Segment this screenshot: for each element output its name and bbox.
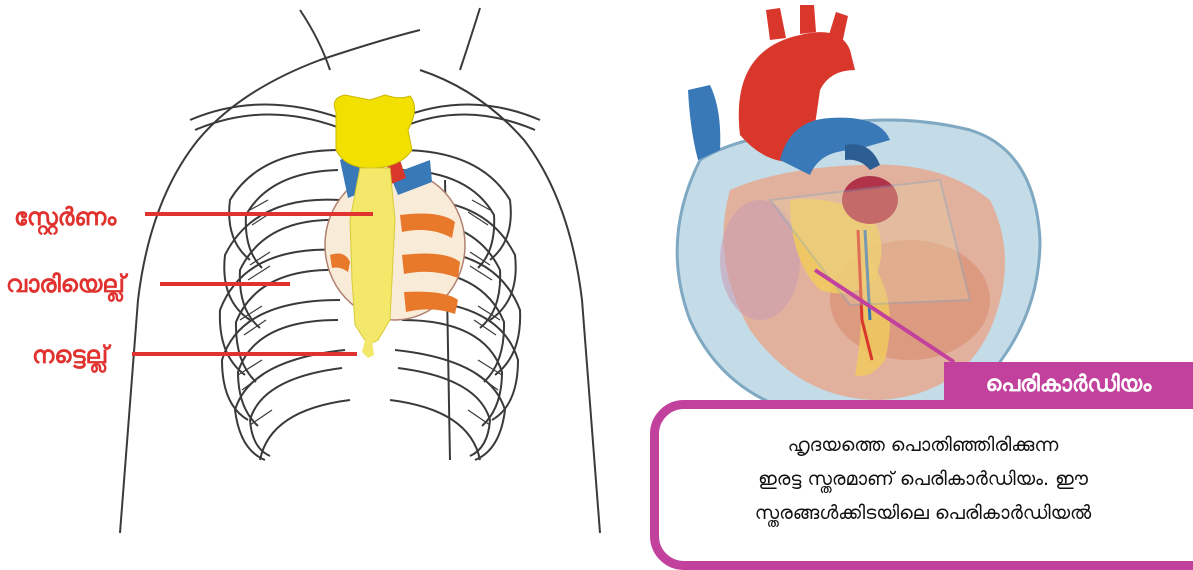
label-sternum: സ്റ്റേർണം <box>14 205 116 229</box>
pointer-spine <box>132 352 357 356</box>
vena-cava <box>688 85 720 160</box>
clavicle-left <box>190 104 340 120</box>
clavicle-right <box>400 104 540 120</box>
illustration: സ്റ്റേർണം വാരിയെല്ല് നട്ടെല്ല് <box>0 0 1193 533</box>
ribcage-illustration <box>0 0 620 533</box>
sternum <box>334 95 414 168</box>
label-spine: നട്ടെല്ല് <box>32 343 108 367</box>
description-text: ഹൃദയത്തെ പൊതിഞ്ഞിരിക്കുന്ന ഇരട്ട സ്തരമാണ… <box>662 428 1184 530</box>
description-line: സ്തരങ്ങൾക്കിടയിലെ പെരികാർഡിയൽ <box>662 496 1184 530</box>
pointer-sternum <box>145 212 373 216</box>
description-line: ഇരട്ട സ്തരമാണ് പെരികാർഡിയം. ഈ <box>662 462 1184 496</box>
label-rib: വാരിയെല്ല് <box>6 272 125 296</box>
description-line: ഹൃദയത്തെ പൊതിഞ്ഞിരിക്കുന്ന <box>662 428 1184 462</box>
pointer-rib <box>160 282 290 286</box>
